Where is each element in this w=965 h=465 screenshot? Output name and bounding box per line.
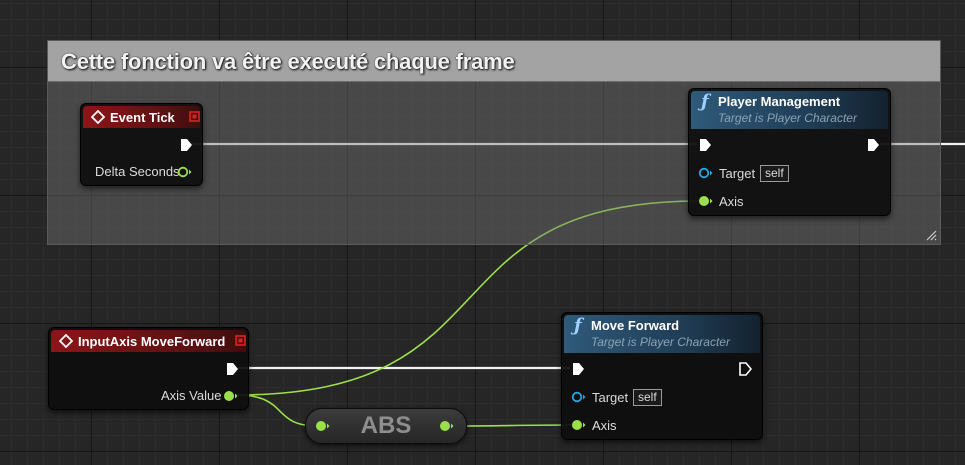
resize-grip-icon[interactable] — [925, 229, 937, 241]
node-title: InputAxis MoveForward — [78, 334, 226, 349]
exec-out-pin-icon[interactable] — [866, 138, 880, 152]
comment-header[interactable]: Cette fonction va être executé chaque fr… — [48, 41, 940, 82]
object-in-pin-icon[interactable] — [698, 167, 714, 179]
comment-title: Cette fonction va être executé chaque fr… — [61, 49, 515, 74]
exec-out-pin-icon[interactable] — [179, 138, 193, 152]
pin-label-target: Target — [592, 390, 629, 405]
node-header: Event Tick — [83, 106, 200, 128]
pin-label-axis: Axis — [719, 194, 744, 209]
delegate-pin-icon[interactable] — [235, 335, 246, 346]
node-move-forward[interactable]: ƒ Move Forward Target is Player Characte… — [561, 312, 763, 440]
float-in-pin-icon[interactable] — [315, 420, 331, 432]
node-title: Move Forward — [591, 318, 680, 333]
pin-label-delta-seconds: Delta Seconds — [95, 164, 180, 179]
float-wire-abs-to-move — [451, 424, 573, 427]
target-self-field[interactable]: self — [760, 165, 789, 182]
float-out-pin-icon[interactable] — [223, 390, 238, 402]
function-f-icon: ƒ — [574, 315, 582, 336]
pin-label-axis-value: Axis Value — [161, 388, 222, 403]
exec-out-pin-icon[interactable] — [738, 362, 752, 376]
node-player-management[interactable]: ƒ Player Management Target is Player Cha… — [688, 88, 891, 216]
pin-label-axis: Axis — [592, 418, 617, 433]
float-in-pin-icon[interactable] — [698, 195, 714, 207]
node-title: ABS — [360, 412, 412, 439]
delegate-pin-icon[interactable] — [189, 111, 200, 122]
node-title: Event Tick — [110, 110, 175, 125]
event-diamond-icon — [59, 334, 73, 348]
float-out-pin-icon[interactable] — [177, 166, 192, 178]
float-wire-axis-to-player — [235, 200, 699, 396]
node-subtitle: Target is Player Character — [591, 335, 730, 349]
float-wire-axis-to-abs — [235, 394, 319, 427]
node-header: ƒ Move Forward Target is Player Characte… — [564, 315, 760, 353]
node-event-tick[interactable]: Event Tick Delta Seconds — [80, 103, 203, 186]
target-self-field[interactable]: self — [633, 389, 662, 406]
float-out-pin-icon[interactable] — [439, 420, 455, 432]
node-title: Player Management — [718, 94, 841, 109]
node-subtitle: Target is Player Character — [718, 111, 857, 125]
exec-in-pin-icon[interactable] — [698, 138, 712, 152]
float-in-pin-icon[interactable] — [571, 419, 587, 431]
object-in-pin-icon[interactable] — [571, 391, 587, 403]
node-header: InputAxis MoveForward — [51, 330, 246, 352]
function-f-icon: ƒ — [701, 91, 709, 112]
node-abs[interactable]: ABS — [305, 408, 467, 444]
node-inputaxis-moveforward[interactable]: InputAxis MoveForward Axis Value — [48, 327, 249, 410]
exec-in-pin-icon[interactable] — [571, 362, 585, 376]
node-header: ƒ Player Management Target is Player Cha… — [691, 91, 888, 129]
pin-label-target: Target — [719, 166, 756, 181]
exec-out-pin-icon[interactable] — [225, 362, 239, 376]
event-diamond-icon — [91, 110, 105, 124]
